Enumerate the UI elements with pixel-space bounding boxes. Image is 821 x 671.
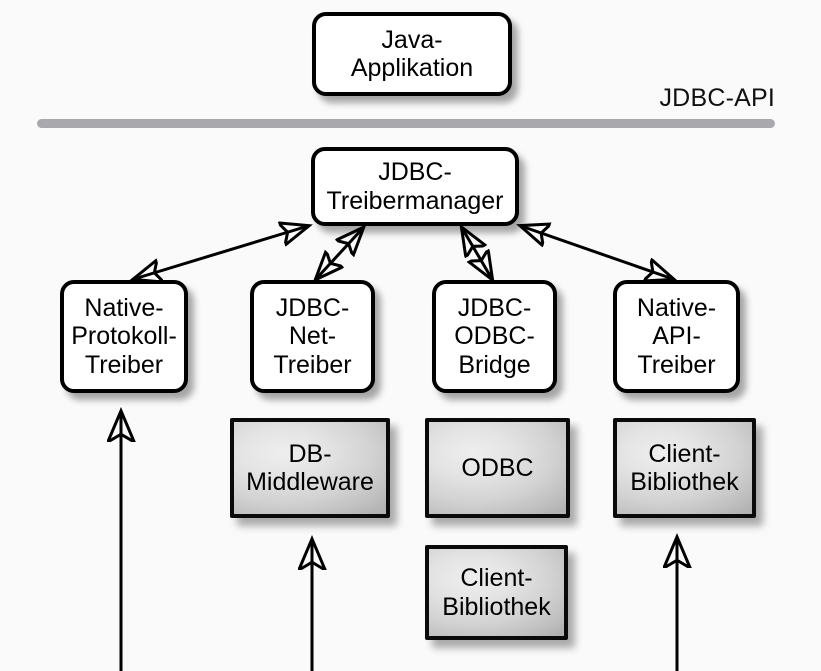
jdbc-api-label: JDBC-API: [659, 84, 775, 112]
node-jdbc-odbc-bridge-label: JDBC- ODBC- Bridge: [454, 293, 535, 379]
node-jdbc-net-treiber-label: JDBC- Net- Treiber: [273, 293, 352, 379]
node-client-bibliothek-right-label: Client- Bibliothek: [630, 439, 739, 497]
node-client-bibliothek-right: Client- Bibliothek: [613, 418, 756, 518]
node-client-bibliothek-bottom: Client- Bibliothek: [425, 545, 568, 640]
node-jdbc-odbc-bridge: JDBC- ODBC- Bridge: [432, 280, 557, 393]
node-odbc-label: ODBC: [461, 453, 534, 482]
node-db-middleware: DB- Middleware: [230, 418, 390, 518]
node-db-middleware-label: DB- Middleware: [246, 439, 374, 497]
node-native-protokoll-treiber: Native- Protokoll- Treiber: [60, 280, 188, 393]
node-client-bibliothek-bottom-label: Client- Bibliothek: [442, 564, 551, 621]
node-java-application-label: Java- Applikation: [350, 25, 474, 83]
node-jdbc-driver-manager-label: JDBC- Treibermanager: [326, 158, 504, 215]
node-jdbc-net-treiber: JDBC- Net- Treiber: [250, 280, 375, 393]
arrow-manager-jdbc-odbc: [462, 228, 492, 279]
node-odbc: ODBC: [425, 418, 570, 518]
arrow-manager-jdbc-net: [316, 228, 363, 279]
jdbc-api-separator-bar: [37, 119, 775, 128]
node-jdbc-driver-manager: JDBC- Treibermanager: [311, 147, 519, 226]
node-native-api-treiber: Native- API- Treiber: [613, 280, 740, 393]
arrow-manager-native-api: [521, 226, 673, 279]
node-native-protokoll-treiber-label: Native- Protokoll- Treiber: [71, 293, 177, 379]
node-java-application: Java- Applikation: [312, 12, 512, 96]
node-native-api-treiber-label: Native- API- Treiber: [636, 293, 717, 379]
arrow-manager-native-protokoll: [134, 226, 308, 279]
